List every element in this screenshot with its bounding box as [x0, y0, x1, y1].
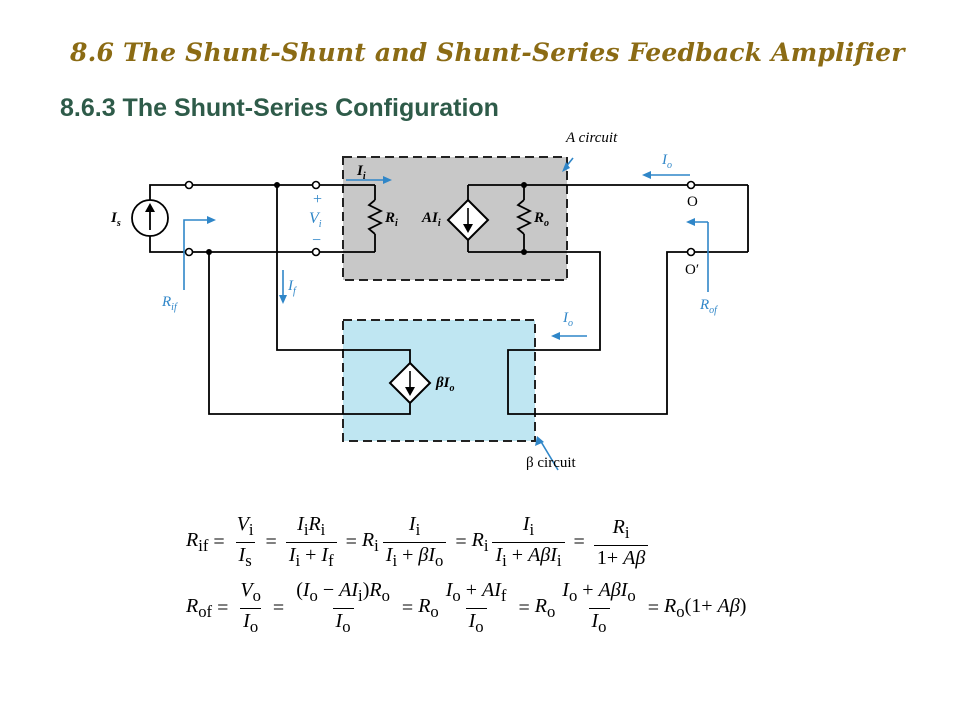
rif-label: Rif — [161, 294, 178, 313]
node-o-prime-label: O′ — [685, 262, 699, 278]
plus-sign: + — [313, 191, 322, 208]
io-top-label: Io — [661, 152, 672, 171]
beta-circuit-box — [342, 319, 536, 442]
a-circuit-label: A circuit — [565, 130, 618, 146]
minus-sign: − — [312, 232, 321, 249]
ro-resistor — [515, 199, 533, 235]
ro-label: Ro — [533, 210, 549, 229]
section-subtitle: 8.6.3 The Shunt-Series Configuration — [60, 94, 499, 122]
if-label: If — [287, 278, 297, 297]
beta-circuit-label: β circuit — [526, 455, 577, 471]
page-title: 8.6 The Shunt-Shunt and Shunt-Series Fee… — [70, 38, 905, 67]
ii-label: Ii — [356, 163, 366, 182]
node-o-label: O — [687, 194, 698, 210]
is-label: Is — [110, 210, 121, 229]
io-mid-label: Io — [562, 310, 573, 329]
beta-io-label: βIo — [435, 375, 455, 394]
ri-resistor — [366, 199, 384, 235]
ri-label: Ri — [384, 210, 398, 229]
rof-label: Rof — [699, 297, 718, 316]
aii-label: AIi — [421, 210, 441, 229]
vi-label: Vi — [309, 210, 322, 230]
